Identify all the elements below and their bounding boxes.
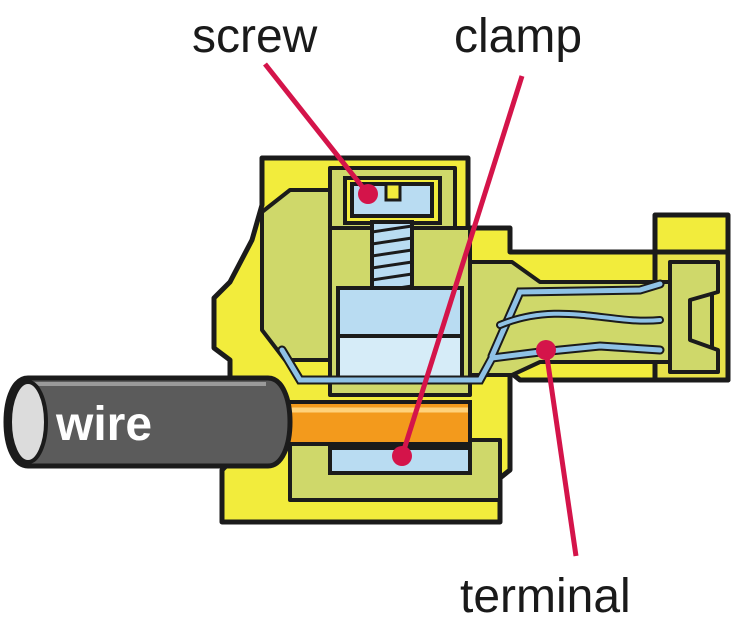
label-screw: screw [192,10,318,63]
nose-slot [668,260,720,374]
terminal-leader [543,349,579,557]
left-inner-wall [260,188,332,362]
clamp-leader-dot [392,446,412,466]
screw-leader [263,62,370,196]
clamp-leader [399,75,525,457]
clamp-assembly [328,286,472,475]
terminal-leader-dot [536,340,556,360]
cable-end [8,380,48,464]
spring-lower-metal [498,311,662,327]
label-wire: wire [55,398,152,451]
leader-lines [263,62,579,557]
screw-head-slot [384,182,402,202]
label-clamp: clamp [454,10,582,63]
cable-insulation [3,375,293,469]
label-terminal: terminal [460,570,631,623]
screw-leader-dot [358,184,378,204]
clamp-lower-block [336,334,464,384]
terminal-contact [277,279,665,385]
